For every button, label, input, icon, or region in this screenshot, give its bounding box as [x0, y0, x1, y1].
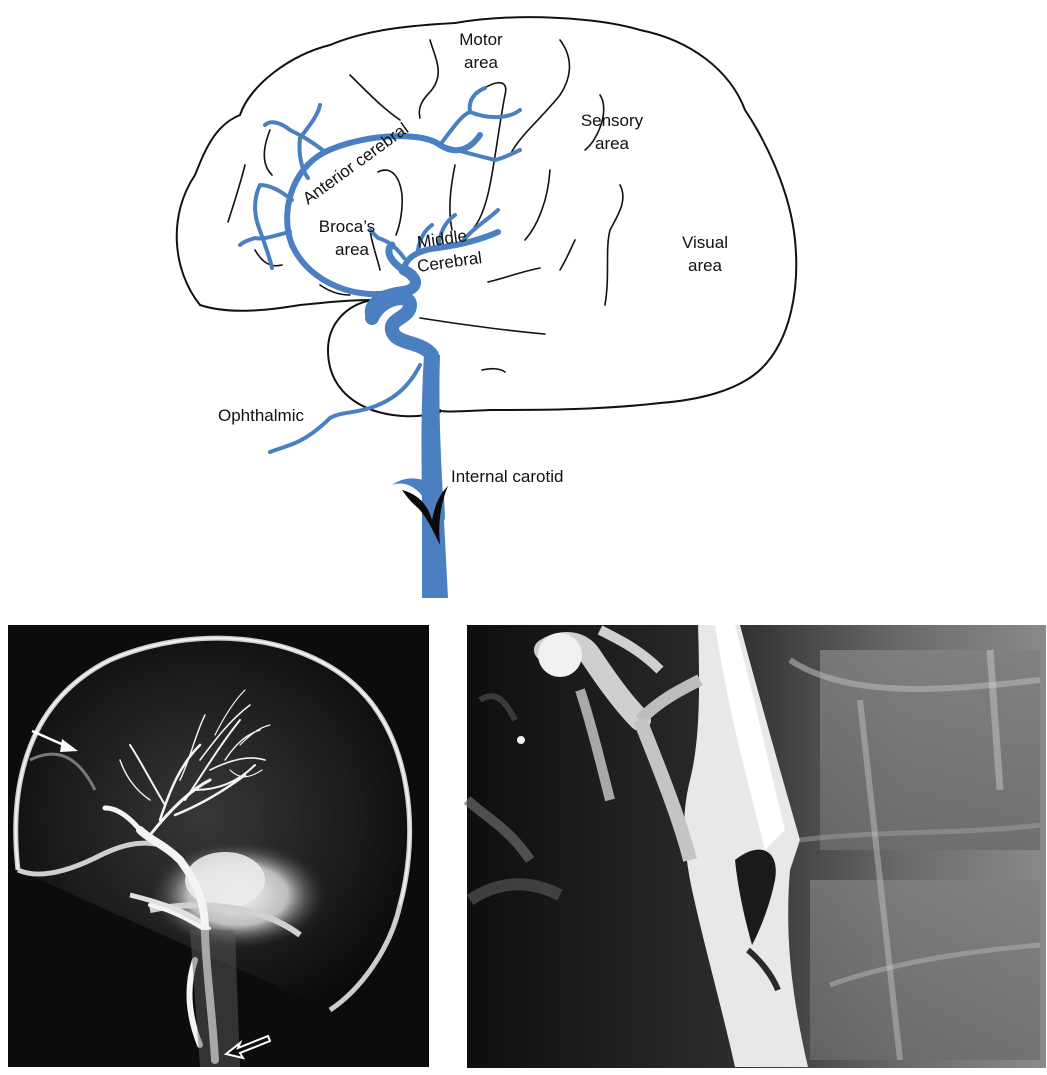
label-motor-line1: Motor [459, 30, 503, 49]
internal-carotid-artery [422, 355, 449, 598]
label-visual-line2: area [688, 256, 723, 275]
label-anterior-cerebral: Anterior cerebral [299, 119, 412, 208]
lateral-fissure [420, 318, 545, 334]
vessels [240, 88, 520, 598]
frontal-lower-border [200, 300, 372, 311]
label-sensory-line2: area [595, 134, 630, 153]
label-sensory-line1: Sensory [581, 111, 644, 130]
cerebrum-outline [177, 17, 796, 411]
angiogram-lateral [8, 625, 429, 1067]
angiogram-magnified [467, 625, 1046, 1068]
label-brocas-line1: Broca’s [319, 217, 375, 236]
label-motor-line2: area [464, 53, 499, 72]
label-brocas-line2: area [335, 240, 370, 259]
label-visual-line1: Visual [682, 233, 728, 252]
label-ophthalmic: Ophthalmic [218, 406, 304, 425]
label-internal-carotid: Internal carotid [451, 467, 563, 486]
label-middle: Middle [416, 226, 468, 252]
brain-diagram: Motor area Sensory area Visual area Ante… [177, 17, 796, 598]
